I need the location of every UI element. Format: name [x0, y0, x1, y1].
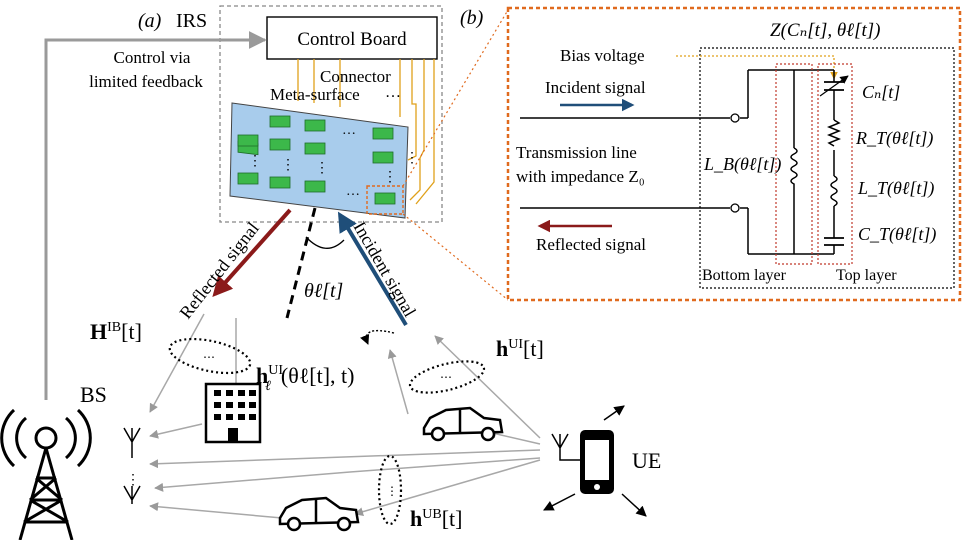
feedback-label-line1: Control via	[114, 48, 191, 67]
irs-title: IRS	[176, 10, 207, 32]
control-board	[266, 16, 438, 60]
tx-line-label-2: with impedance Z₀	[516, 167, 645, 186]
svg-text:⋮: ⋮	[281, 158, 295, 173]
capacitor-ct	[824, 237, 844, 246]
angle-arc	[305, 236, 345, 249]
h-ub-label: hUB[t]	[410, 506, 462, 531]
panel-a-tag: (a)	[138, 10, 162, 32]
bottom-layer-box	[775, 63, 813, 265]
cn-label: Cₙ[t]	[862, 82, 900, 102]
panel-b-tag: (b)	[460, 7, 484, 29]
feedback-label-line2: limited feedback	[89, 72, 203, 91]
circuit-wires	[520, 69, 835, 255]
control-board-label: Control Board	[297, 29, 407, 50]
ct-label: C_T(θℓ[t])	[858, 224, 936, 245]
capacitor-cn	[819, 75, 849, 97]
curved-dotted-arrow	[360, 329, 395, 345]
bs-tower-icon	[0, 408, 92, 540]
car-icon-lower	[278, 496, 360, 532]
surface-normal	[285, 207, 317, 319]
top-layer-box	[817, 63, 853, 265]
meta-surface-elements	[237, 115, 396, 205]
antenna-dots: ⋮	[126, 473, 140, 488]
bias-voltage-label: Bias voltage	[560, 46, 645, 65]
connector-lines	[297, 59, 435, 205]
bs-label: BS	[80, 382, 107, 407]
building-icon	[204, 382, 262, 444]
zoom-line-bottom	[402, 213, 509, 301]
feedback-arrow	[44, 31, 267, 400]
resistor-rt	[826, 119, 842, 147]
incident-signal-arrow	[337, 211, 408, 327]
connector-dots: …	[385, 84, 401, 101]
svg-text:⋯: ⋯	[440, 370, 452, 384]
incident-label-b: Incident signal	[545, 78, 646, 97]
reflected-signal-arrow	[212, 208, 292, 297]
h-ui-label: hUI[t]	[496, 336, 544, 361]
impedance-box	[699, 47, 955, 289]
lb-label: L_B(θℓ[t])	[703, 154, 781, 175]
connector-label: Connector	[320, 67, 391, 86]
zoom-line-top	[402, 9, 509, 187]
meta-surface-ellipsis: … … ⋮ ⋮ ⋮ ⋮ ⋮	[248, 123, 419, 199]
reflected-label-b: Reflected signal	[536, 235, 646, 254]
inductor-lt	[830, 175, 838, 207]
lt-label: L_T(θℓ[t])	[857, 178, 934, 199]
car-icon-upper	[422, 406, 504, 442]
ue-phone-icon	[543, 405, 647, 517]
reflected-signal-label: Reflected signal	[175, 218, 262, 322]
svg-text:⋮: ⋮	[248, 154, 262, 169]
terminal-top	[730, 113, 740, 123]
rt-label: R_T(θℓ[t])	[855, 128, 933, 149]
svg-text:⋮: ⋮	[405, 151, 419, 166]
svg-text:⋮: ⋮	[315, 161, 329, 176]
channel-paths	[149, 313, 541, 519]
h-ib-label: HIB[t]	[90, 319, 142, 344]
terminal-bottom	[730, 203, 740, 213]
panel-b-frame	[506, 6, 962, 302]
meta-surface-label: Meta-surface	[270, 85, 360, 104]
svg-text:⋯: ⋯	[203, 350, 215, 364]
svg-text:⋮: ⋮	[383, 170, 397, 185]
svg-text:…: …	[342, 123, 356, 138]
impedance-label: Z(Cₙ[t], θℓ[t])	[770, 20, 880, 41]
inductor-lb	[790, 147, 798, 188]
meta-surface	[229, 102, 409, 219]
theta-label: θℓ[t]	[304, 280, 343, 302]
highlighted-element	[366, 185, 404, 215]
incident-signal-label: Incident signal	[350, 218, 421, 320]
tx-line-label-1: Transmission line	[516, 143, 637, 162]
channel-ellipses	[168, 337, 486, 526]
irs-box	[219, 5, 443, 223]
svg-text:…: …	[346, 184, 360, 199]
svg-text:⋮: ⋮	[386, 484, 398, 498]
ue-label: UE	[632, 448, 661, 473]
top-layer-label: Top layer	[836, 267, 897, 284]
bottom-layer-label: Bottom layer	[702, 267, 787, 284]
ellipse-dots: ⋯ ⋯ ⋮	[203, 350, 452, 498]
bs-antenna-array-icon	[123, 427, 141, 504]
